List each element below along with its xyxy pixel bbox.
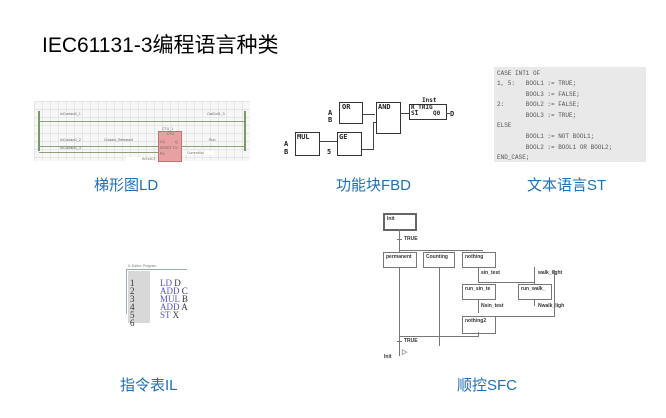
line-number: 2 xyxy=(130,286,135,296)
mul-block xyxy=(295,132,320,156)
code-line: CASE INT1 OF xyxy=(497,70,541,77)
page-title: IEC61131-3编程语言种类 xyxy=(42,34,279,57)
sfc-transition: Nwalk_ligh xyxy=(538,303,565,309)
ge-block xyxy=(337,132,362,156)
input-label: A xyxy=(328,109,333,117)
coil-label: Run xyxy=(209,138,216,142)
sfc-initial-step: Init xyxy=(383,213,417,231)
pin-label: RESET xyxy=(160,146,172,150)
rung-3 xyxy=(39,152,159,153)
ctu-block: CTU CU Q RESET CV PV xyxy=(158,131,182,162)
code-line: BOOL1 := NOT BOOL1; xyxy=(497,133,595,140)
and-label: AND xyxy=(378,103,391,111)
caption-sfc: 顺控SFC xyxy=(457,377,518,394)
input-label: A xyxy=(284,140,289,148)
mul-label: MUL xyxy=(297,133,310,141)
sfc-transition: walk_light xyxy=(538,270,563,276)
pin-label: CU xyxy=(160,140,166,144)
pin-label: CV xyxy=(173,146,178,150)
il-line: ADD C xyxy=(160,286,188,296)
function-block-diagram-image: OR A B AND Inst R_TRIG S1 Q0 D MUL A B G… xyxy=(282,97,467,160)
pv-variable: INT#207 xyxy=(142,157,156,161)
il-line: ST X xyxy=(160,310,180,320)
trig-block xyxy=(409,104,447,120)
sfc-transition: sin_test xyxy=(481,270,500,276)
pin-label: S1 xyxy=(411,110,419,117)
instance-label: Inst xyxy=(422,97,437,104)
pin-label: PV xyxy=(160,152,165,156)
line-number: 3 xyxy=(130,294,135,304)
contact-label: Contact_Released xyxy=(104,138,133,142)
contact-label: InContact1_1 xyxy=(60,112,81,116)
code-line: ELSE xyxy=(497,122,512,129)
pin-label: Q0 xyxy=(433,110,441,117)
sfc-transition: Nsin_test xyxy=(481,303,504,309)
line-number: 5 xyxy=(130,310,135,320)
structured-text-image: CASE INT1 OF 1, 5: BOOL1 := TRUE; BOOL3 … xyxy=(494,67,646,162)
sfc-transition: TRUE xyxy=(404,236,418,242)
jump-arrow-icon: ▷ xyxy=(402,349,408,356)
pin-label: Q xyxy=(175,140,178,144)
il-line: MUL B xyxy=(160,294,188,304)
sfc-transition: TRUE xyxy=(404,338,418,344)
right-power-rail xyxy=(244,111,246,151)
il-line: LD D xyxy=(160,278,181,288)
line-number-gutter xyxy=(128,271,150,323)
code-line: END_CASE; xyxy=(497,154,530,161)
sfc-step: Counting xyxy=(423,252,455,268)
editor-header: IL Editor: Program xyxy=(128,264,157,268)
sfc-jump-target: Init xyxy=(384,354,392,360)
line-number: 1 xyxy=(130,278,135,288)
trig-label: R_TRIG xyxy=(411,104,433,111)
contact-label: InContact1_2 xyxy=(60,138,81,142)
sfc-step: nothing2 xyxy=(462,316,496,334)
line-number: 6 xyxy=(130,318,135,328)
sequential-function-chart-image: Init TRUE permanent Counting nothing sin… xyxy=(380,210,590,362)
code-line: BOOL2 := BOOL1 OR BOOL2; xyxy=(497,144,613,151)
sfc-step: nothing xyxy=(462,252,496,268)
code-line: 1, 5: BOOL1 := TRUE; xyxy=(497,80,577,87)
contact-label: InContact1_3 xyxy=(60,146,81,150)
input-label: 5 xyxy=(327,148,332,156)
code-line: 2: BOOL2 := FALSE; xyxy=(497,101,580,108)
code-line: BOOL3 := FALSE; xyxy=(497,91,580,98)
ge-label: GE xyxy=(339,133,348,141)
rung-1 xyxy=(39,121,244,122)
input-label: B xyxy=(284,148,289,156)
cv-variable: CurrentVal xyxy=(187,151,204,155)
rung-2 xyxy=(39,146,244,147)
left-power-rail xyxy=(38,111,40,151)
output-label: D xyxy=(450,110,455,118)
caption-ld: 梯形图LD xyxy=(94,177,159,194)
il-line: ADD A xyxy=(160,302,188,312)
caption-il: 指令表IL xyxy=(120,377,178,394)
and-block xyxy=(376,102,401,134)
code-line: BOOL3 := TRUE; xyxy=(497,112,577,119)
caption-st: 文本语言ST xyxy=(527,177,607,194)
ladder-diagram-image: InContact1_1 OutCoil1_3 InContact1_2 Con… xyxy=(34,101,250,162)
sfc-step: run_sin_te xyxy=(462,284,496,300)
sfc-step: permanent xyxy=(383,252,417,268)
or-label: OR xyxy=(342,103,351,111)
block-type-label: CTU xyxy=(167,132,175,136)
block-instance-label: CTU_1 xyxy=(162,127,174,131)
sfc-step: run_walk_ xyxy=(518,284,552,300)
line-number: 4 xyxy=(130,302,135,312)
coil-label: OutCoil1_3 xyxy=(207,112,225,116)
instruction-list-image: IL Editor: Program 1 2 3 4 5 6 LD D ADD … xyxy=(120,264,198,336)
caption-fbd: 功能块FBD xyxy=(336,177,412,194)
or-block xyxy=(339,102,363,124)
input-label: B xyxy=(328,116,333,124)
